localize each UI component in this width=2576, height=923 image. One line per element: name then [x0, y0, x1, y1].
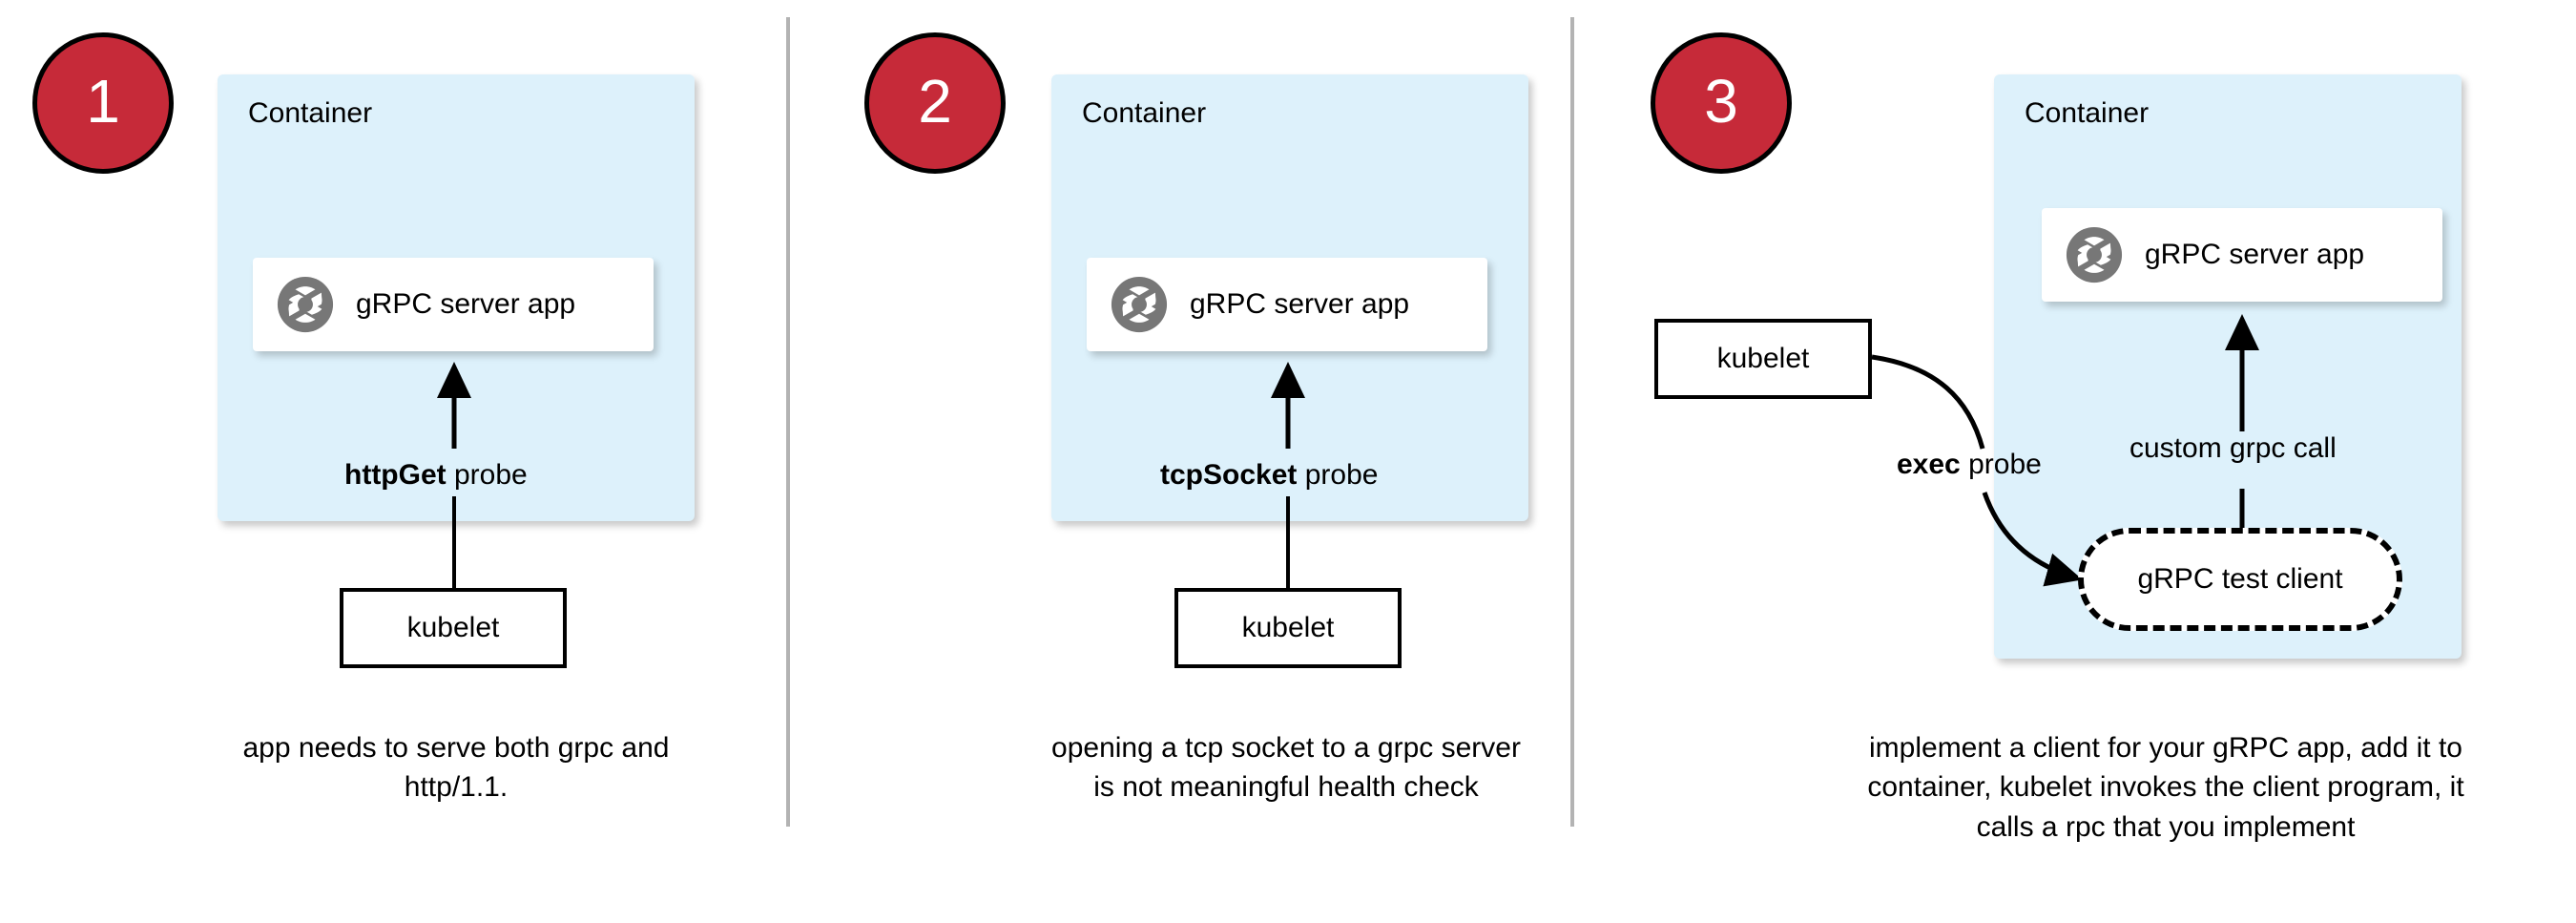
probe-label-3: exec probe [1897, 449, 2042, 481]
grpc-server-app-label-1: gRPC server app [356, 288, 576, 320]
grpc-server-app-label-3: gRPC server app [2145, 239, 2365, 270]
probe-label-2-rest: probe [1297, 459, 1379, 491]
step-badge-3-number: 3 [1704, 67, 1738, 136]
grpc-server-app-card-1: gRPC server app [253, 258, 654, 351]
probe-label-2-bold: tcpSocket [1160, 459, 1298, 491]
grpc-aperture-icon [276, 275, 335, 334]
probe-label-2: tcpSocket probe [1160, 459, 1378, 492]
caption-3: implement a client for your gRPC app, ad… [1867, 732, 2464, 843]
container-label-2: Container [1082, 97, 1207, 129]
caption-2: opening a tcp socket to a grpc server is… [1051, 732, 1521, 804]
probe-label-3-rest: probe [1960, 449, 2042, 480]
panel-divider-2 [1570, 17, 1574, 827]
caption-1: app needs to serve both grpc and http/1.… [242, 732, 670, 804]
grpc-server-app-card-3: gRPC server app [2042, 208, 2442, 302]
container-label-1: Container [248, 97, 373, 129]
grpc-server-app-card-2: gRPC server app [1087, 258, 1487, 351]
kubelet-box-3: kubelet [1654, 319, 1872, 399]
probe-label-3-bold: exec [1897, 449, 1961, 480]
step-badge-3: 3 [1651, 32, 1792, 174]
probe-label-1-bold: httpGet [344, 459, 447, 491]
step-badge-1: 1 [32, 32, 174, 174]
probe-label-1: httpGet probe [344, 459, 528, 492]
grpc-test-client-label: gRPC test client [2137, 563, 2343, 595]
container-label-3: Container [2025, 97, 2150, 129]
kubelet-label-1: kubelet [406, 612, 500, 643]
step-badge-2: 2 [864, 32, 1006, 174]
grpc-server-app-label-2: gRPC server app [1190, 288, 1410, 320]
kubelet-label-3: kubelet [1716, 343, 1810, 374]
step-badge-1-number: 1 [86, 67, 120, 136]
grpc-test-client-pill: gRPC test client [2078, 528, 2402, 631]
kubelet-box-1: kubelet [340, 588, 567, 668]
kubelet-label-2: kubelet [1241, 612, 1335, 643]
grpc-aperture-icon [1110, 275, 1169, 334]
grpc-aperture-icon [2065, 225, 2124, 284]
panel-divider-1 [786, 17, 790, 827]
probe-label-1-rest: probe [446, 459, 528, 491]
custom-grpc-call-label: custom grpc call [2129, 432, 2337, 464]
step-badge-2-number: 2 [918, 67, 952, 136]
kubelet-box-2: kubelet [1174, 588, 1402, 668]
